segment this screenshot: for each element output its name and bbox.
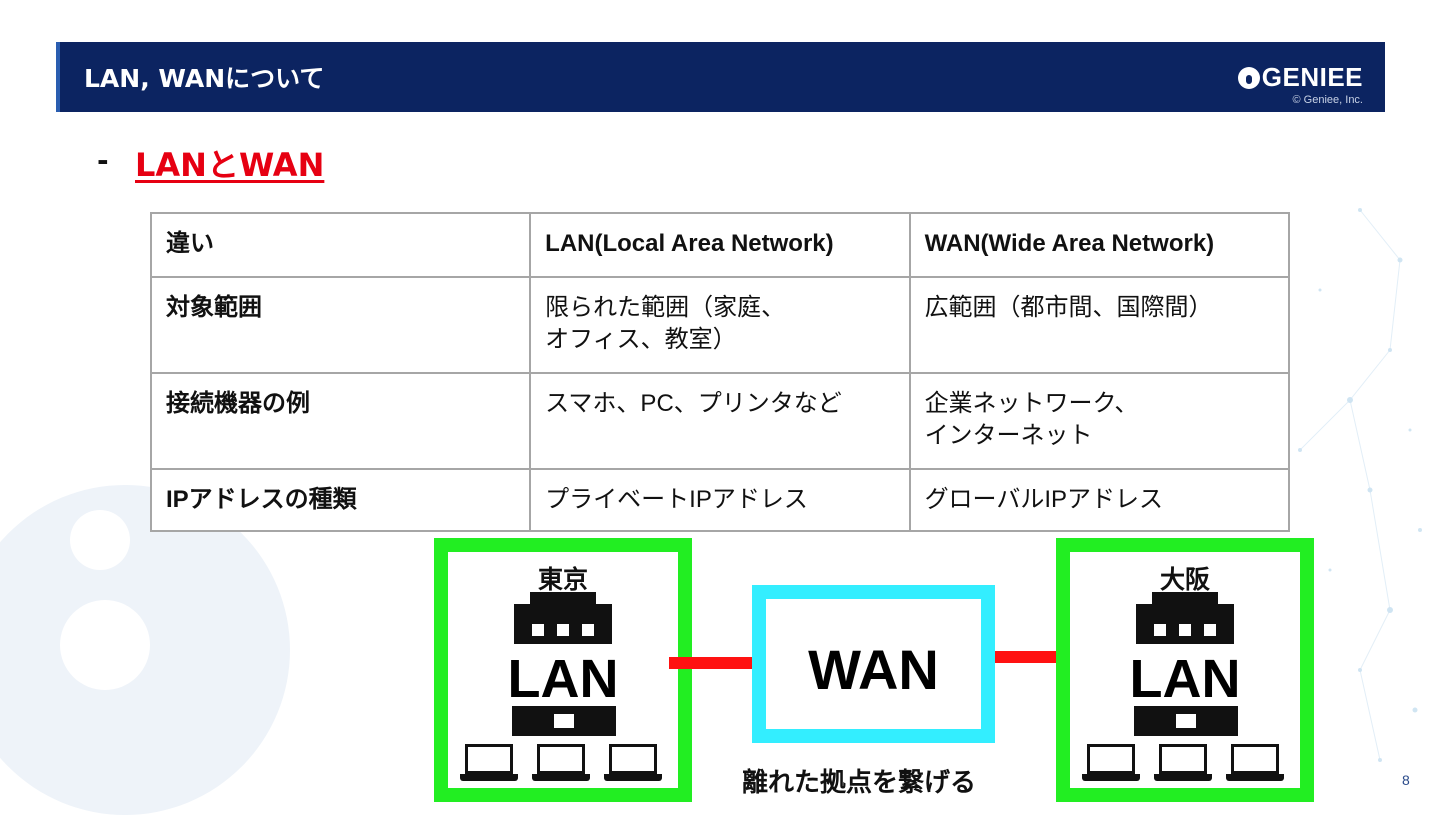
diagram-caption: 離れた拠点を繋げる [742,768,977,798]
table-row: 接続機器の例 スマホ、PC、プリンタなど 企業ネットワーク、 インターネット [149,372,1291,470]
table-cell: スマホ、PC、プリンタなど [529,372,911,470]
laptop-icon [1226,744,1284,782]
router-icon [1134,706,1238,736]
laptop-icon [532,744,590,782]
wan-box: WAN [752,585,995,743]
laptop-icon [460,744,518,782]
table-row-label: 接続機器の例 [149,372,532,470]
geniee-logo: GENIEE [1237,62,1363,93]
table-row: 対象範囲 限られた範囲（家庭、 オフィス、教室） 広範囲（都市間、国際間） [149,276,1291,374]
page-number: 8 [1402,772,1410,788]
table-row-label: 対象範囲 [149,276,532,374]
background-network-pattern [1298,208,1422,762]
laptop-icon [604,744,662,782]
city-label-osaka: 大阪 [1159,565,1210,594]
connection-line-left [669,657,761,669]
laptops-group [460,744,666,784]
page-title: LAN, WANについて [84,64,325,93]
laptops-group [1082,744,1288,784]
lan-label: LAN [1129,649,1241,709]
tokyo-lan-box: 東京 LAN [434,538,692,802]
connection-line-right [979,651,1071,663]
slide-header: LAN, WANについて GENIEE © Geniee, Inc. [56,42,1385,112]
copyright: © Geniee, Inc. [1292,94,1363,106]
table-cell: 企業ネットワーク、 インターネット [908,372,1291,470]
section-heading: LANとWAN [135,146,325,184]
laptop-icon [1154,744,1212,782]
table-header-cell: LAN(Local Area Network) [529,212,911,278]
osaka-lan-box: 大阪 LAN [1056,538,1314,802]
table-header-cell: WAN(Wide Area Network) [908,212,1291,278]
wan-label: WAN [808,638,939,701]
laptop-icon [1082,744,1140,782]
city-label-tokyo: 東京 [537,565,588,594]
background-logo-mark [0,485,290,815]
comparison-table: 違い LAN(Local Area Network) WAN(Wide Area… [149,212,1291,532]
building-icon [514,592,612,644]
bullet-marker: - [97,144,109,177]
table-row: IPアドレスの種類 プライベートIPアドレス グローバルIPアドレス [149,468,1291,532]
table-cell: グローバルIPアドレス [908,468,1291,532]
table-header-row: 違い LAN(Local Area Network) WAN(Wide Area… [149,212,1291,278]
router-icon [512,706,616,736]
table-cell: 限られた範囲（家庭、 オフィス、教室） [529,276,911,374]
building-icon [1136,592,1234,644]
logo-text: GENIEE [1261,62,1363,92]
lan-label: LAN [507,649,619,709]
table-row-label: IPアドレスの種類 [149,468,532,532]
table-cell: 広範囲（都市間、国際間） [908,276,1291,374]
geniee-logo-icon [1237,66,1260,89]
table-header-cell: 違い [149,212,532,278]
table-cell: プライベートIPアドレス [529,468,911,532]
